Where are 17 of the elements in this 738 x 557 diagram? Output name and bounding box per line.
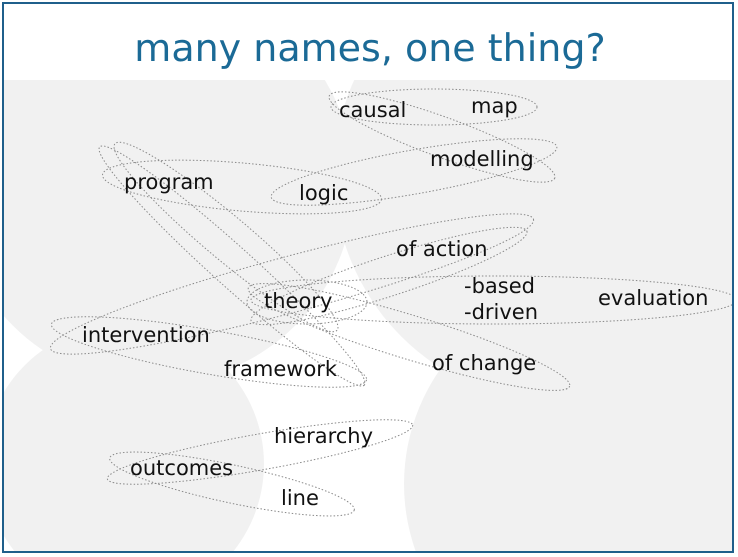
term-label: hierarchy	[274, 424, 374, 448]
term-label: map	[471, 94, 518, 118]
slide-title: many names, one thing?	[133, 26, 607, 70]
term-label: causal	[339, 98, 406, 122]
term-label: intervention	[82, 323, 210, 347]
term-label: framework	[224, 357, 338, 381]
term-label: outcomes	[130, 456, 234, 480]
term-label: theory	[264, 289, 332, 313]
term-label: -based	[464, 274, 535, 298]
term-label: evaluation	[598, 286, 708, 310]
term-label: line	[281, 486, 319, 510]
term-label: logic	[299, 181, 348, 205]
term-label: of change	[432, 351, 536, 375]
term-label: -driven	[464, 300, 538, 324]
term-label: of action	[396, 237, 488, 261]
term-label: program	[124, 170, 214, 194]
term-label: modelling	[430, 147, 534, 171]
